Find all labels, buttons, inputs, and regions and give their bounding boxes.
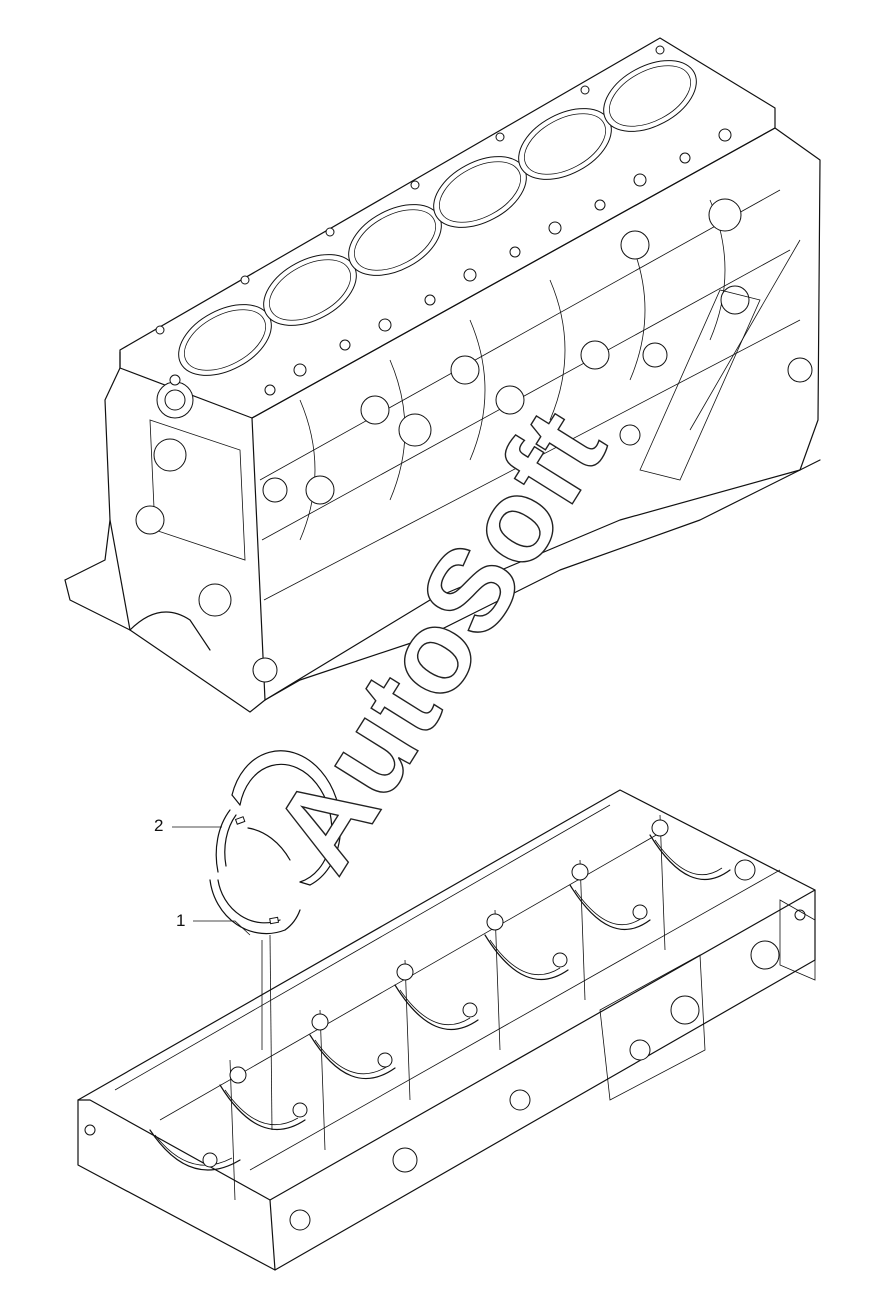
deck-holes — [155, 45, 732, 396]
main-bearing-saddles — [149, 834, 731, 1171]
cylinder-block-assembly — [64, 37, 821, 713]
thrust-washer-2b[interactable] — [215, 809, 291, 873]
watermark: AutoSoft — [247, 386, 633, 893]
thrust-washer-1[interactable] — [209, 879, 301, 935]
callout-label-1: 1 — [176, 911, 186, 930]
callout-label-2: 2 — [154, 816, 164, 835]
callout-leader-1 — [193, 920, 251, 936]
thrust-washer-2[interactable] — [231, 750, 342, 886]
svg-text:AutoSoft: AutoSoft — [248, 387, 632, 893]
cylinder-bores — [178, 60, 697, 376]
assembly-guide-line-2 — [269, 934, 273, 1131]
crankcase-bedplate — [77, 789, 816, 1271]
